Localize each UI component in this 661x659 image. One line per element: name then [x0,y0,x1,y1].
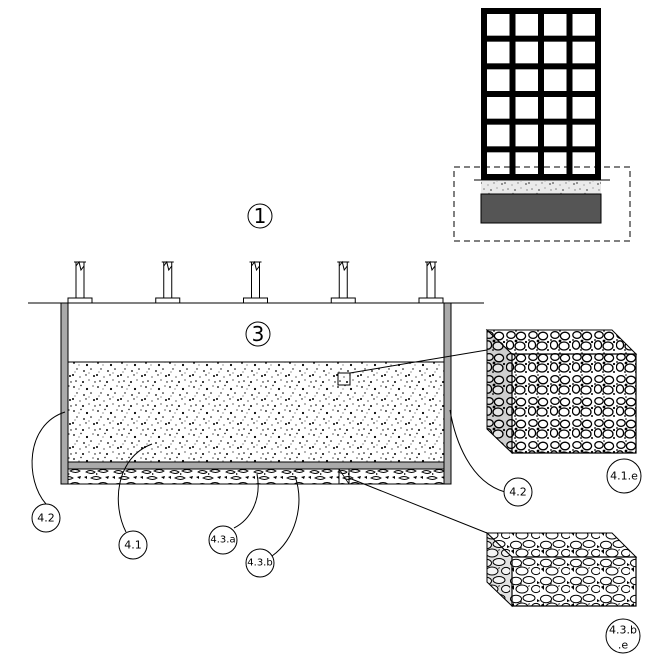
window-pane [572,97,595,119]
window-pane [544,124,567,147]
window-pane [572,69,595,91]
leader-fill-detail [349,349,488,374]
separation-layer [67,461,445,470]
leader-base-detail [348,477,488,534]
detail-fill-label: 4.1.e [610,470,638,483]
column-footing [243,297,268,304]
base-detail-cube [485,531,638,608]
fill-cube-top [485,329,638,355]
base-cube-front [511,556,637,607]
fill-detail-cube [485,328,638,455]
zone-1-marker [247,203,273,229]
column-break-symbol [75,260,85,272]
left-wall [60,302,69,485]
gravel-base-layer [67,468,445,485]
column-footing [330,297,356,304]
column-footing [418,297,444,304]
base-b-label: 4.3.b [247,558,272,569]
base-a-label: 4.3.a [210,535,235,546]
column [330,260,356,304]
zone-3-label: 3 [252,322,265,346]
base-cube-top [485,532,638,558]
foundation-section [60,302,452,485]
column-row [67,260,444,304]
fill-layer-marker [118,530,148,560]
window-grid [487,14,595,174]
detail-base-marker [605,618,641,654]
wall-right-label: 4.2 [509,486,527,499]
wall-left-marker [31,503,61,533]
right-wall [443,302,452,485]
column-break-symbol [163,260,173,272]
window-pane [487,14,510,36]
window-pane [515,124,538,147]
fill-cube-front [511,353,637,454]
column [418,260,444,304]
window-pane [487,124,510,147]
column [67,260,93,304]
window-pane [544,14,567,36]
window-pane [544,69,567,91]
leader-wall-right [449,409,506,493]
fill-layer-label: 4.1 [124,539,142,552]
window-pane [572,152,595,174]
fill-detail-marker [337,372,351,386]
column [243,260,268,304]
column-break-symbol [338,260,348,272]
column-break-symbol [426,260,436,272]
window-pane [544,97,567,119]
column-footing [67,297,93,304]
window-pane [544,152,567,174]
detail-base-label-line1: 4.3.b [609,624,637,637]
window-pane [544,41,567,64]
leader-wall-left [31,411,66,505]
detail-highlight-box [453,166,631,242]
window-pane [515,41,538,64]
window-pane [572,14,595,36]
building-elevation [453,8,631,242]
window-pane [487,69,510,91]
column [155,260,181,304]
detail-fill-marker [606,458,642,494]
window-pane [572,41,595,64]
leader-base-b [271,475,300,557]
window-pane [487,152,510,174]
base-a-marker [208,525,238,555]
zone-3-marker [245,321,271,347]
window-pane [572,124,595,147]
base-detail-marker [338,468,350,485]
window-pane [515,69,538,91]
window-pane [515,14,538,36]
window-pane [515,152,538,174]
wall-left-label: 4.2 [37,512,55,525]
leader-base-a [233,473,259,529]
detail-base-label-line2: .e [618,639,628,652]
window-pane [487,41,510,64]
window-pane [487,97,510,119]
foundation-block [480,193,602,224]
zone-1-label: 1 [254,204,267,228]
sand-fill-layer [67,361,445,463]
column-break-symbol [251,260,260,272]
column-footing [155,297,181,304]
leader-fill [117,443,153,533]
wall-right-marker [503,477,533,507]
building-frame [481,8,601,180]
window-pane [515,97,538,119]
base-b-marker [245,548,275,578]
